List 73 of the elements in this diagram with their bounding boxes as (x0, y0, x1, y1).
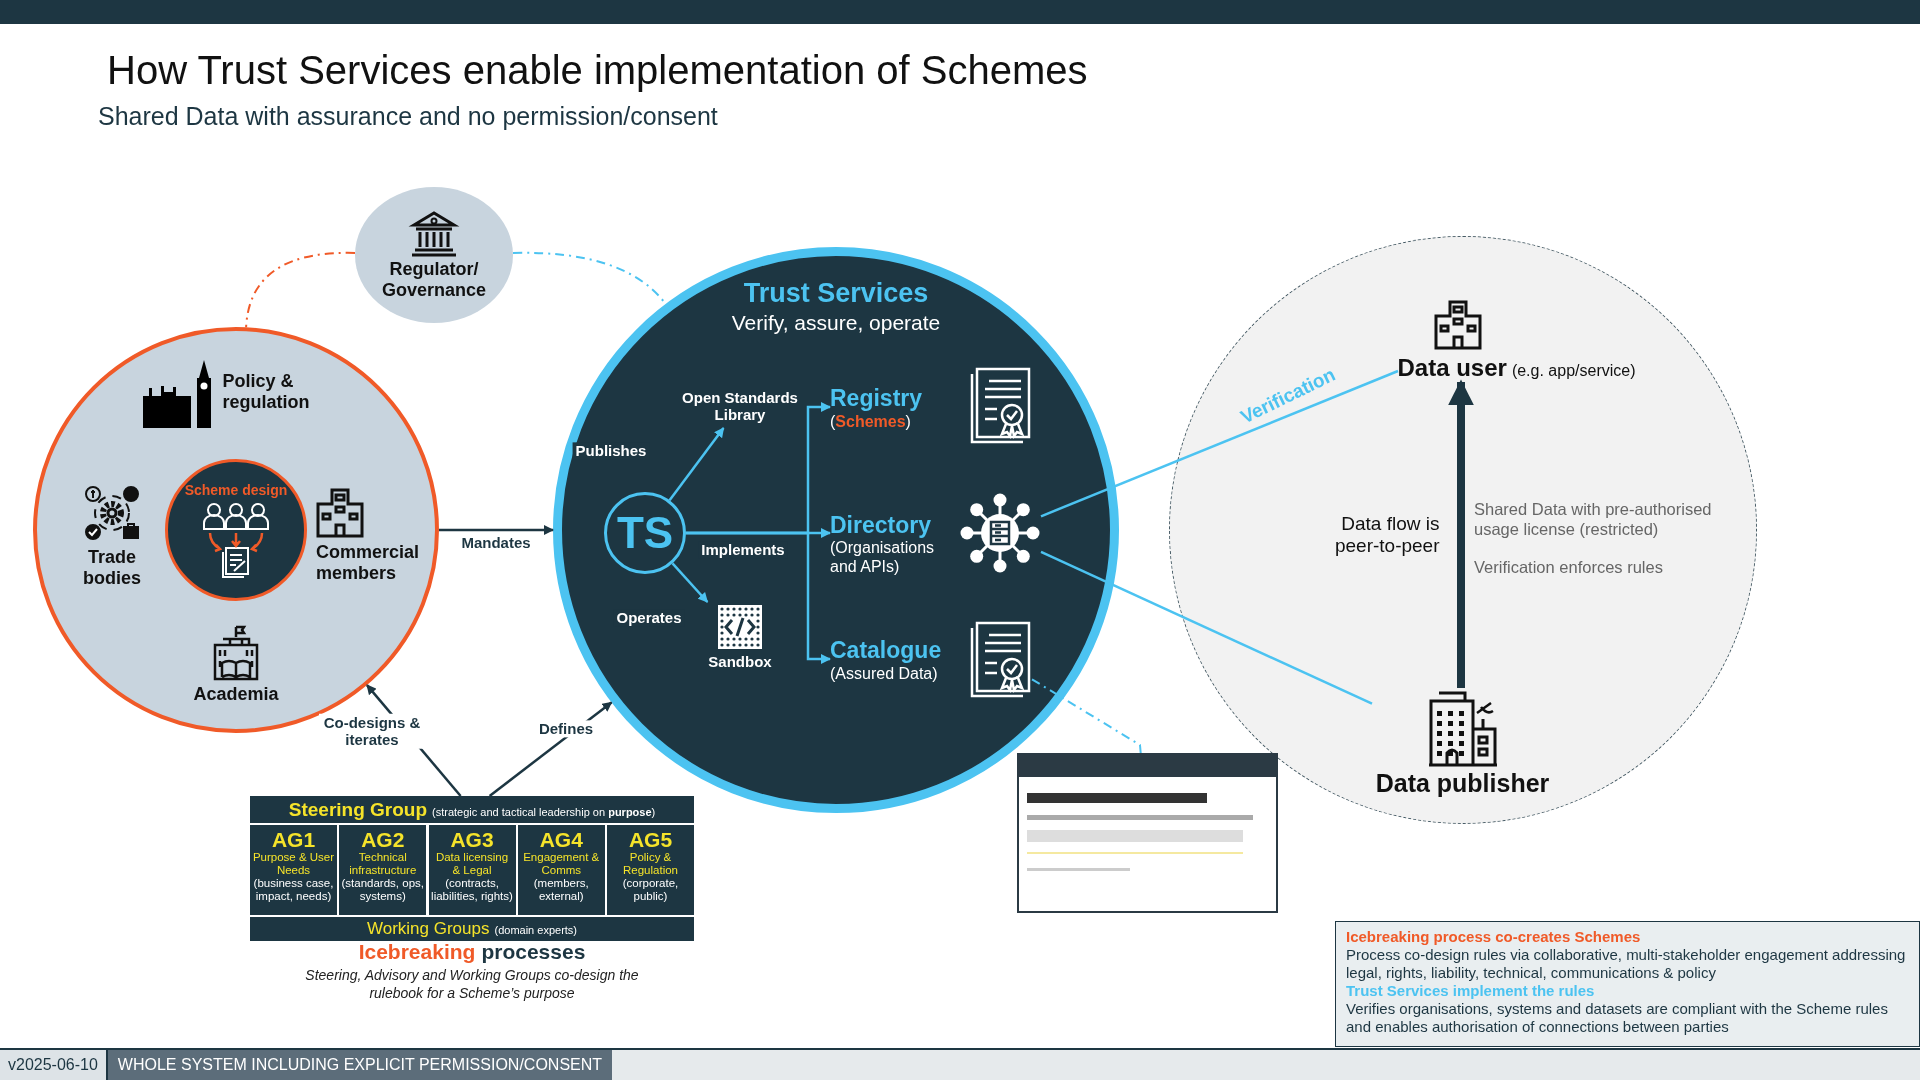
circle-title: Trust Services (743, 278, 929, 309)
group-code: AG5 (628, 828, 673, 852)
node-subtitle: (e.g. app/service) (1511, 361, 1636, 379)
group-topic: Policy & Regulation (622, 851, 679, 877)
node-label: Scheme design (184, 481, 288, 498)
arrow (686, 531, 831, 664)
group-scope: (standards, ops, systems) (341, 876, 425, 903)
subtitle: Shared Data with assurance and no permission/consent (98, 102, 718, 131)
arrow (668, 427, 725, 501)
circle-subtitle: Verify, assure, operate (731, 311, 941, 335)
arrow (488, 701, 613, 797)
advisory-group-cell (607, 825, 694, 915)
info-text: Process co-design rules via collaborative, multi-stakeholder engagement addressing legal, rights, liability, technical, communications & policy (1346, 946, 1907, 982)
connector-line (1031, 678, 1142, 754)
group-scope: (members, external) (532, 876, 590, 903)
steering-group-band (250, 796, 694, 823)
advisory-group-cell (339, 825, 427, 915)
node-label: Open Standards Library (681, 388, 799, 424)
node-title: Catalogue (830, 637, 942, 664)
arrow (671, 562, 709, 603)
band-subtitle: (domain experts) (494, 924, 578, 936)
connector-line (245, 251, 356, 329)
node-title: Registry (830, 385, 923, 412)
advisory-group-cell (517, 825, 605, 915)
node-subtitle: (Assured Data) (830, 663, 938, 683)
node-label: Trade bodies (82, 547, 142, 589)
group-scope: (contracts, liabilities, rights) (430, 876, 514, 903)
node-label: Sandbox (708, 653, 772, 671)
group-topic: Purpose & User Needs (252, 851, 335, 877)
info-heading: Trust Services implement the rules (1346, 982, 1595, 1000)
node-label: Regulator/ Governance (380, 259, 487, 301)
caption-text: Steering, Advisory and Working Groups co-design the rulebook for a Scheme’s purpose (304, 966, 640, 1003)
footer-title: WHOLE SYSTEM INCLUDING EXPLICIT PERMISSION/CONSENT (107, 1050, 613, 1080)
info-text: Verifies organisations, systems and datasets are compliant with the Scheme rules and enables authorisation of connections between parties (1346, 1000, 1889, 1036)
diagram-title: How Trust Services enable implementation of Schemes (107, 48, 1088, 93)
group-scope: (corporate, public) (621, 876, 680, 903)
annotation-text: Verification enforces rules (1474, 558, 1663, 577)
version-label: v2025-06-10 (0, 1050, 108, 1080)
node-title: Data user (1397, 353, 1507, 381)
working-groups-band (250, 917, 694, 941)
node-label: Commercial members (316, 542, 421, 584)
info-box (1335, 921, 1920, 1047)
website-screenshot-placeholder (1017, 753, 1278, 913)
node-label: Policy & regulation (222, 371, 311, 413)
advisory-group-cell (428, 825, 516, 915)
group-topic: Technical infrastructure (348, 851, 418, 877)
arrow (366, 684, 462, 797)
info-heading: Icebreaking process co-creates Schemes (1346, 928, 1641, 946)
node-label: TS (616, 508, 674, 558)
annotation-text: Shared Data with pre-authorised usage license (restricted) (1474, 500, 1713, 540)
group-topic: Engagement & Comms (522, 851, 601, 877)
edge-label: Co-designs & iterates (319, 713, 425, 749)
group-code: AG4 (539, 828, 583, 852)
band-title: Working Groups (366, 919, 490, 938)
node-label: Data publisher (1375, 769, 1550, 798)
advisory-group-cell (250, 825, 337, 915)
connector-line (1040, 550, 1373, 705)
arrow (439, 525, 554, 535)
node-subtitle: (Organisations and APIs) (830, 538, 936, 577)
band-subtitle: (strategic and tactical leadership on purpose) (432, 805, 656, 818)
band-title: Steering Group (288, 798, 428, 820)
ts-circle (604, 492, 686, 574)
group-scope: (business case, impact, needs) (252, 876, 335, 903)
group-code: AG3 (450, 828, 494, 852)
group-code: AG2 (361, 828, 405, 852)
group-code: AG1 (271, 828, 316, 852)
node-label: Academia (193, 684, 279, 705)
node-title: Directory (830, 511, 931, 539)
group-topic: Data licensing & Legal (434, 851, 510, 877)
connector-line (1040, 369, 1399, 518)
section-heading-part: processes (481, 940, 586, 964)
node-subtitle: (Schemes) (830, 411, 911, 431)
section-heading-part: Icebreaking (358, 940, 476, 964)
